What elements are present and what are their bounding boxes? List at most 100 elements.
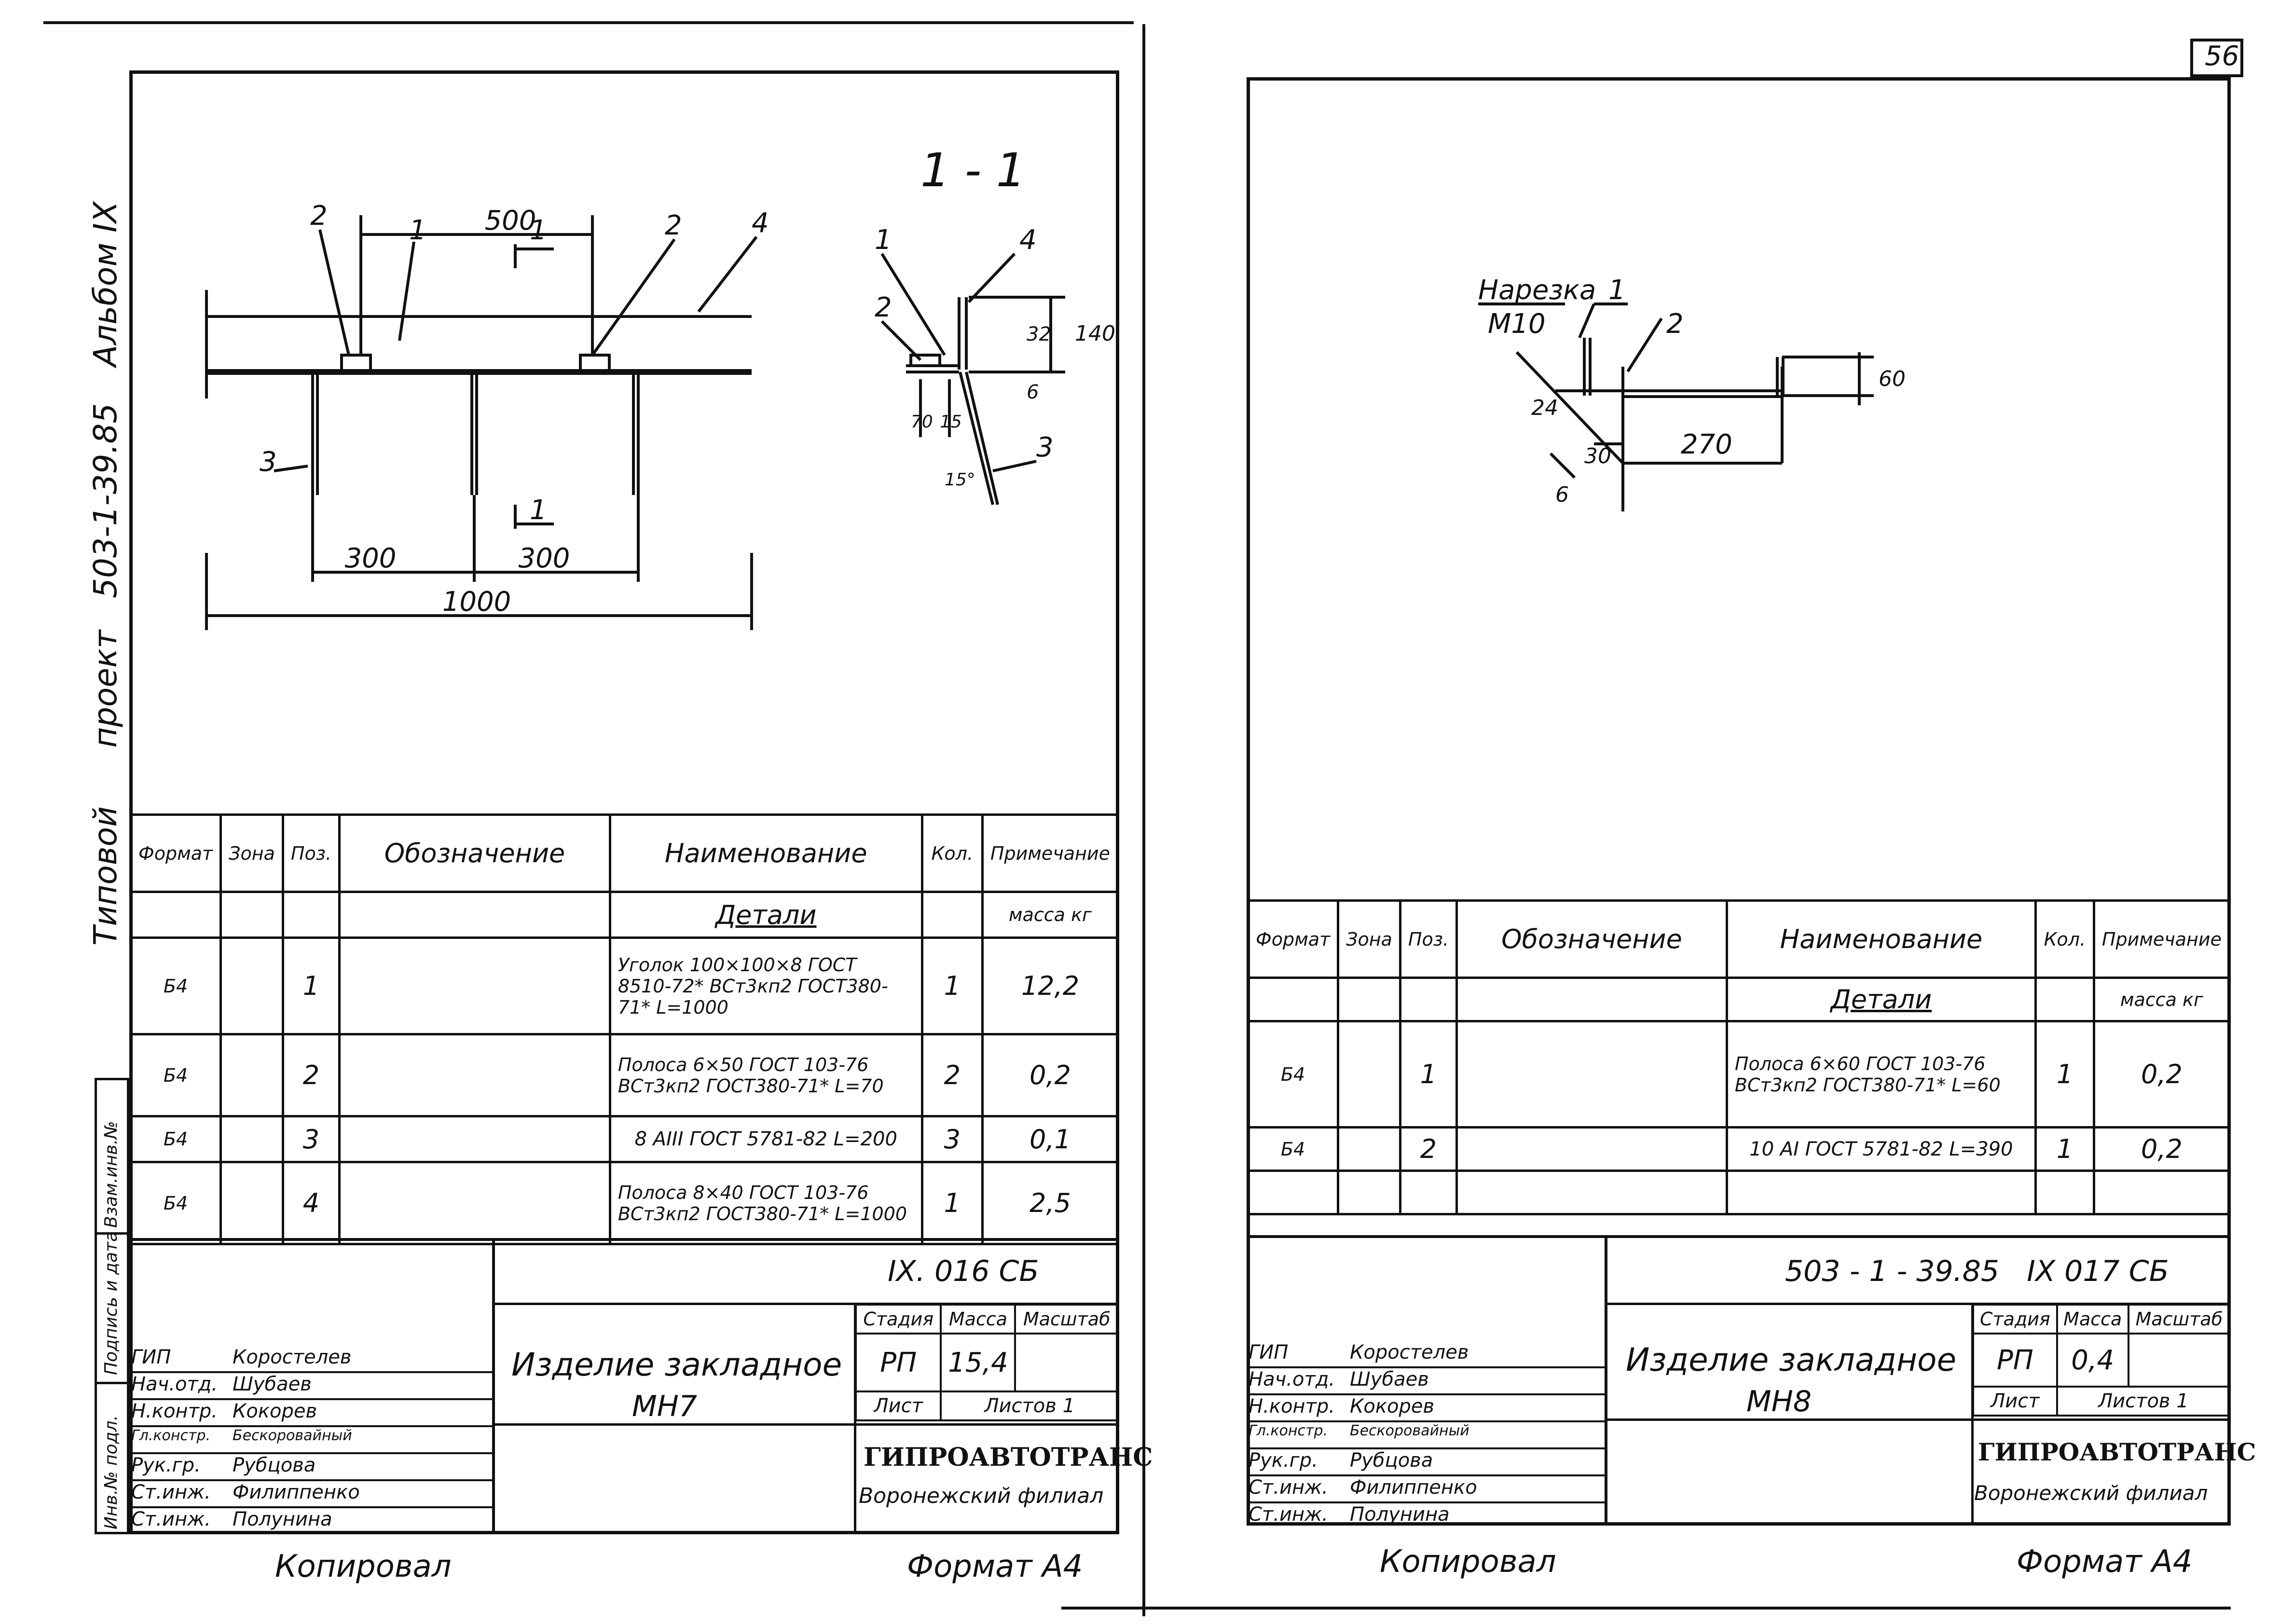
dim-270: 270 (1681, 429, 1732, 460)
dim-24: 24 (1531, 396, 1558, 420)
r-hdr-format: Формат (1246, 899, 1340, 979)
r-row2-note: 0,2 (2092, 1126, 2231, 1172)
right-callout-1: 1 (1608, 275, 1626, 306)
left-footer-format: Формат А4 (907, 1549, 1083, 1584)
left-role-0: ГИП (131, 1346, 171, 1368)
side-stamp-box (95, 1078, 129, 1534)
row1-note: 12,2 (981, 936, 1120, 1035)
left-item-code: МН7 (632, 1390, 698, 1423)
left-tb-hline2 (492, 1423, 1119, 1426)
section-callout-3: 3 (1036, 432, 1054, 463)
side-stamp-inv: Инв.№ подл. (101, 1415, 121, 1529)
left-name-1: Шубаев (233, 1373, 312, 1395)
row2-note: 0,2 (981, 1033, 1120, 1117)
right-role-4: Рук.гр. (1249, 1449, 1318, 1472)
page-number: 56 (2205, 41, 2239, 72)
r-row2-fmt: Б4 (1246, 1126, 1340, 1172)
row4-name: Полоса 8×40 ГОСТ 103-76 ВСт3кп2 ГОСТ380-… (608, 1161, 923, 1245)
cut-mark-1-bottom: 1 (530, 495, 547, 526)
r-hdr-designation: Обозначение (1455, 899, 1728, 979)
right-stage: РП (1972, 1333, 2058, 1388)
side-text-project-code: 503-1-39.85 (87, 403, 124, 598)
side-text-tipovoy: Типовой (87, 806, 124, 946)
r-hdr-zone: Зона (1337, 899, 1401, 979)
left-role-6: Ст.инж. (131, 1508, 211, 1530)
left-role-5: Ст.инж. (131, 1481, 211, 1503)
callout-2b: 2 (665, 210, 682, 241)
left-name-6: Полунина (233, 1508, 332, 1530)
r-row1-fmt: Б4 (1246, 1020, 1340, 1129)
hdr-format: Формат (129, 813, 222, 893)
left-mass: 15,4 (940, 1333, 1016, 1392)
hdr-zone: Зона (220, 813, 284, 893)
hdr-qty: Кол. (920, 813, 984, 893)
r-row2-qty: 1 (2034, 1126, 2095, 1172)
dim-6-right: 6 (1555, 482, 1569, 507)
right-spec-table: Формат Зона Поз. Обозначение Наименовани… (1246, 899, 2231, 1215)
page-number-box (2190, 39, 2243, 77)
dim-60: 60 (1879, 367, 1906, 391)
right-name-1: Шубаев (1350, 1368, 1429, 1390)
r-hdr-qty: Кол. (2034, 899, 2095, 979)
dim-15-deg: 15° (945, 470, 975, 490)
right-mass-label: Масса (2056, 1304, 2129, 1335)
right-tb-hline (1605, 1303, 2231, 1305)
r-row2-pos: 2 (1399, 1126, 1458, 1172)
side-stamp-sign: Подпись и дата (101, 1231, 121, 1375)
r-section-details: Детали (1725, 977, 2037, 1022)
row1-qty: 1 (920, 936, 984, 1035)
right-name-4: Рубцова (1350, 1449, 1433, 1472)
right-role-0: ГИП (1249, 1341, 1289, 1363)
row4-note: 2,5 (981, 1161, 1120, 1245)
right-footer-copied: Копировал (1380, 1544, 1556, 1580)
right-item-title: Изделие закладное (1626, 1341, 1957, 1378)
left-sheets-label: Листов 1 (940, 1390, 1119, 1421)
right-sheet-label: Лист (1972, 1386, 2058, 1417)
row3-pos: 3 (281, 1115, 341, 1163)
r-note-unit: масса кг (2092, 977, 2231, 1022)
left-tb-vline2 (854, 1303, 856, 1534)
left-stage-table: Стадия Масса Масштаб РП 15,4 Лист Листов… (854, 1304, 1119, 1421)
callout-2: 2 (310, 200, 328, 232)
row2-name: Полоса 6×50 ГОСТ 103-76 ВСт3кп2 ГОСТ380-… (608, 1033, 923, 1117)
left-name-2: Кокорев (233, 1400, 317, 1422)
row3-note: 0,1 (981, 1115, 1120, 1163)
left-drawing: 500 300 300 1000 140 32 6 70 15 15° 1 - … (205, 143, 1115, 630)
top-edge-line (43, 21, 1134, 24)
left-name-4: Рубцова (233, 1454, 316, 1476)
r-row1-qty: 1 (2034, 1020, 2095, 1129)
right-stage-label: Стадия (1972, 1304, 2058, 1335)
section-label: 1 - 1 (920, 143, 1026, 197)
r-hdr-name: Наименование (1725, 899, 2037, 979)
right-sheets-label: Листов 1 (2056, 1386, 2231, 1417)
row3-name: 8 АIII ГОСТ 5781-82 L=200 (608, 1115, 923, 1163)
left-role-3: Гл.констр. (131, 1427, 211, 1444)
side-stamp-replace: Взам.инв.№ (101, 1121, 121, 1228)
left-item-title: Изделие закладное (511, 1346, 842, 1383)
right-name-6: Полунина (1350, 1503, 1450, 1526)
right-name-0: Коростелев (1350, 1341, 1469, 1363)
label-m10: М10 (1488, 308, 1546, 340)
right-stage-table: Стадия Масса Масштаб РП 0,4 Лист Листов … (1972, 1304, 2231, 1417)
right-name-3: Бескоровайный (1350, 1422, 1469, 1439)
r-hdr-pos: Поз. (1399, 899, 1458, 979)
hdr-name: Наименование (608, 813, 923, 893)
right-name-2: Кокорев (1350, 1395, 1435, 1418)
right-item-code: МН8 (1746, 1385, 1812, 1418)
dim-500: 500 (485, 205, 536, 236)
left-scale-label: Масштаб (1014, 1304, 1119, 1335)
right-tb-vline2 (1971, 1303, 1974, 1526)
hdr-designation: Обозначение (338, 813, 611, 893)
bottom-edge-line (1061, 1607, 2231, 1610)
left-spec-table: Формат Зона Поз. Обозначение Наименовани… (129, 813, 1120, 1245)
right-scale-label: Масштаб (2127, 1304, 2231, 1335)
row4-qty: 1 (920, 1161, 984, 1245)
hdr-note: Примечание (981, 813, 1120, 893)
callout-3: 3 (260, 446, 277, 478)
left-org: ГИПРОАВТОТРАНС (864, 1443, 1153, 1472)
right-role-5: Ст.инж. (1249, 1476, 1328, 1499)
cut-mark-1-top: 1 (530, 215, 547, 246)
dim-140: 140 (1075, 321, 1115, 346)
left-footer-copied: Копировал (275, 1549, 452, 1584)
